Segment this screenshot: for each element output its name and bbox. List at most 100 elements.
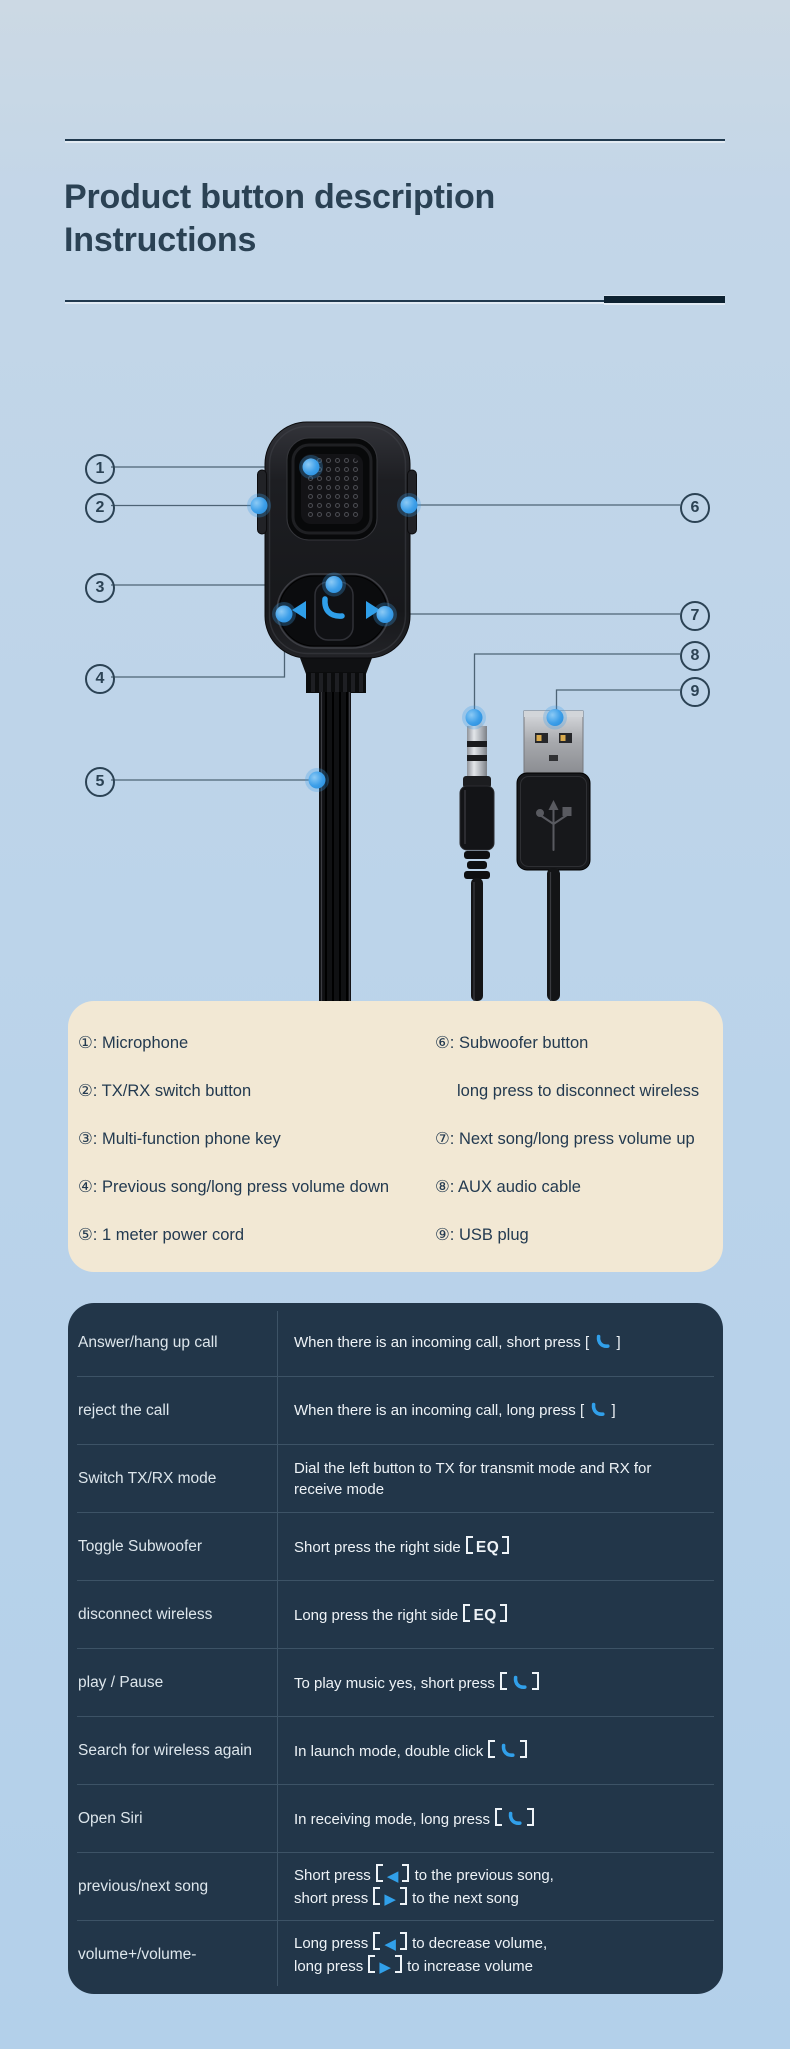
right-thick-bracket — [399, 1886, 407, 1905]
legend-item: ⑨: USB plug — [435, 1226, 529, 1244]
function-name-cell: Open Siri — [78, 1809, 143, 1827]
left-thick-bracket — [373, 1886, 381, 1905]
left-thick-bracket — [495, 1807, 503, 1826]
legend-left-column: ①: Microphone ②: TX/RX switch button ③: Mu… — [78, 1019, 430, 1259]
table-row-divider — [77, 1376, 714, 1377]
right-thick-bracket — [402, 1863, 410, 1882]
left-thick-bracket — [463, 1603, 471, 1622]
function-description-cell: When there is an incoming call, short pr… — [294, 1334, 621, 1351]
usb-plug — [516, 710, 591, 1001]
next-triangle-icon: ▶ — [384, 1890, 396, 1908]
right-thick-bracket — [399, 1931, 407, 1950]
function-description-cell: Long press the right side EQ — [277, 1603, 723, 1626]
function-name-cell: Answer/hang up call — [78, 1333, 218, 1351]
function-name-cell: Search for wireless again — [78, 1741, 253, 1759]
function-name-cell: disconnect wireless — [78, 1605, 213, 1623]
left-thick-bracket — [465, 1535, 473, 1554]
legend-item: ①: Microphone — [78, 1034, 189, 1052]
previous-triangle-icon: ◀ — [386, 1867, 399, 1885]
legend-item: long press to disconnect wireless — [457, 1081, 700, 1100]
table-row: disconnect wireless Long press the right … — [68, 1581, 723, 1648]
product-diagram-illustration — [111, 421, 680, 1001]
phone-handset-icon — [508, 1811, 522, 1825]
left-thick-bracket — [368, 1954, 376, 1973]
table-column-divider — [277, 1311, 278, 1986]
right-thick-bracket — [499, 1603, 507, 1622]
right-thick-bracket — [532, 1671, 540, 1690]
callout-marker-dots — [247, 455, 567, 792]
eq-button-label: EQ — [473, 1606, 497, 1624]
right-thick-bracket — [502, 1535, 510, 1554]
table-row: Toggle Subwoofer Short press the right si… — [68, 1513, 723, 1580]
right-thick-bracket — [394, 1954, 402, 1973]
function-description-cell: In launch mode, double click — [277, 1739, 723, 1762]
table-row-divider — [77, 1716, 714, 1717]
callout-3-phone-key: 3 — [85, 573, 115, 603]
callout-leader-lines — [111, 466, 680, 781]
function-description-cell: In receiving mode, long press — [277, 1807, 723, 1830]
phone-handset-icon — [592, 1402, 605, 1416]
table-row-divider — [77, 1444, 714, 1445]
callout-1-microphone: 1 — [85, 454, 115, 484]
callout-4-previous-song: 4 — [85, 664, 115, 694]
table-row-divider — [77, 1580, 714, 1581]
right-thick-bracket — [527, 1807, 535, 1826]
legend-right-column: ⑥: Subwoofer button long press to disconn… — [435, 1019, 715, 1259]
function-description-cell: Short press the right side EQ — [277, 1535, 723, 1558]
parts-legend-box: ①: Microphone ②: TX/RX switch button ③: Mu… — [68, 1001, 723, 1272]
callout-8-aux-cable: 8 — [680, 641, 710, 671]
title-underline-thin — [65, 300, 605, 302]
microphone-module — [286, 437, 378, 541]
top-divider-line — [65, 139, 725, 141]
function-name-cell: Switch TX/RX mode — [78, 1469, 217, 1487]
previous-triangle-icon: ◀ — [384, 1935, 396, 1953]
left-thick-bracket — [488, 1739, 496, 1758]
left-thick-bracket — [375, 1863, 383, 1882]
function-description-cell: Long press ◀ to decrease volume,long pre… — [277, 1931, 723, 1978]
function-description-cell: Dial the left button to TX for transmit … — [294, 1459, 652, 1498]
power-cord-cable — [300, 658, 372, 1001]
table-row-divider — [77, 1648, 714, 1649]
aux-plug — [459, 713, 495, 1001]
function-name-cell: Toggle Subwoofer — [78, 1537, 203, 1555]
function-name-cell: previous/next song — [78, 1877, 209, 1895]
title-underline-thick — [604, 296, 725, 303]
left-thick-bracket — [373, 1931, 381, 1950]
table-row-divider — [77, 1920, 714, 1921]
table-row: Switch TX/RX mode Dial the left button to… — [68, 1445, 723, 1512]
page-title-line2: Instructions — [64, 221, 257, 259]
next-triangle-icon: ▶ — [379, 1958, 391, 1976]
legend-item: ②: TX/RX switch button — [78, 1082, 252, 1100]
function-name-cell: reject the call — [78, 1401, 170, 1419]
function-description-cell: To play music yes, short press — [277, 1671, 723, 1694]
next-triangle-icon — [366, 601, 380, 619]
usb-trident-icon — [536, 800, 572, 851]
callout-7-next-song: 7 — [680, 601, 710, 631]
legend-item: ⑥: Subwoofer button — [435, 1034, 589, 1052]
callout-5-power-cord: 5 — [85, 767, 115, 797]
table-row: Answer/hang up call When there is an inco… — [68, 1309, 723, 1376]
callout-9-usb-plug: 9 — [680, 677, 710, 707]
left-thick-bracket — [500, 1671, 508, 1690]
table-row: volume+/volume-Long press ◀ to decrease … — [68, 1921, 723, 1988]
legend-item: ⑦: Next song/long press volume up — [435, 1130, 695, 1148]
control-pad — [276, 573, 390, 649]
phone-handset-icon — [597, 1334, 610, 1348]
right-thick-bracket — [520, 1739, 528, 1758]
legend-item: ③: Multi-function phone key — [78, 1130, 281, 1148]
page-title-line1: Product button description — [64, 178, 496, 216]
legend-item: ④: Previous song/long press volume down — [78, 1178, 390, 1196]
phone-handset-icon — [513, 1675, 527, 1689]
previous-triangle-icon — [292, 601, 306, 619]
phone-handset-icon — [322, 596, 345, 619]
phone-handset-icon — [502, 1743, 516, 1757]
table-row: play / Pause To play music yes, short pre… — [68, 1649, 723, 1716]
function-name-cell: play / Pause — [78, 1673, 164, 1691]
table-row-divider — [77, 1784, 714, 1785]
table-row: Open Siri In receiving mode, long press — [68, 1785, 723, 1852]
table-row-divider — [77, 1852, 714, 1853]
eq-button-label: EQ — [475, 1538, 500, 1556]
